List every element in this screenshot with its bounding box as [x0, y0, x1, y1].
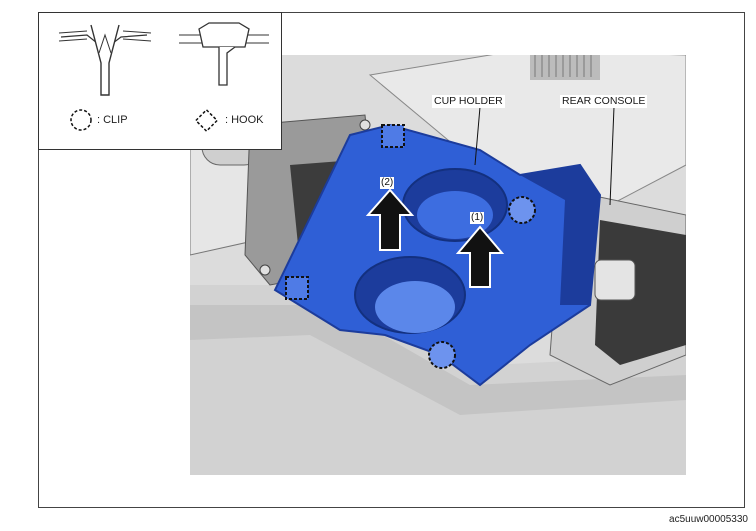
leader-rear-console	[609, 106, 615, 206]
figure-code: ac5uuw00005330	[669, 514, 748, 525]
bolt-bottom	[259, 264, 271, 276]
console-illustration	[190, 55, 686, 475]
bolt-top	[359, 119, 371, 131]
legend-illustrations	[58, 22, 269, 133]
legend-box: : CLIP : HOOK	[38, 12, 282, 150]
rear-console-opening	[595, 220, 686, 365]
hook-marker-left	[285, 276, 309, 300]
step-2-label: (2)	[380, 177, 395, 189]
arrow-step-1	[455, 225, 505, 288]
rear-console-socket	[594, 259, 636, 301]
arrow-step-2	[365, 188, 415, 251]
console-edge	[190, 305, 686, 415]
hook-label: : HOOK	[225, 114, 264, 126]
cup-bottom-front	[375, 281, 455, 333]
clip-sketch	[90, 24, 120, 96]
cup-holder-callout: CUP HOLDER	[432, 95, 505, 108]
leader-cup-holder	[474, 106, 481, 166]
hook-marker-top	[381, 124, 405, 148]
hook-symbol-icon	[194, 108, 219, 133]
rear-console-callout: REAR CONSOLE	[560, 95, 648, 108]
cup-bottom-rear	[417, 191, 493, 239]
clip-marker-right	[508, 196, 536, 224]
figure-frame	[38, 12, 745, 508]
clip-symbol-icon	[70, 109, 92, 131]
clip-label: : CLIP	[97, 114, 128, 126]
cup-holder-side	[520, 165, 600, 305]
vent-lines	[534, 55, 592, 77]
vent-grille	[530, 55, 600, 80]
step-1-label: (1)	[470, 212, 485, 224]
clip-marker-bottom	[428, 341, 456, 369]
hook-sketch	[198, 22, 250, 48]
